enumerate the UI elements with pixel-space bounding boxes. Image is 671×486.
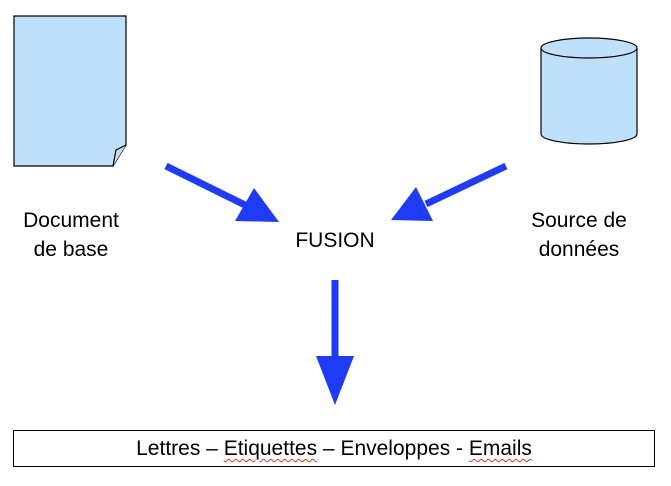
outputs-part-etiquettes: Etiquettes [223, 437, 318, 460]
source-label-line2: données [538, 238, 620, 261]
arrow-fusion-to-outputs [316, 280, 354, 405]
fusion-label: FUSION [295, 229, 375, 252]
source-label-line1: Source de [531, 209, 627, 232]
outputs-part-emails: Emails [468, 437, 532, 460]
document-label-line2: de base [33, 238, 109, 261]
arrow-document-to-fusion [164, 162, 279, 222]
document-label-line1: Document [23, 209, 119, 232]
outputs-part-lettres: Lettres – [136, 437, 224, 460]
outputs-box: Lettres – Etiquettes – Enveloppes - Emai… [13, 430, 655, 467]
database-cylinder-icon [540, 37, 638, 145]
outputs-part-enveloppes: – Enveloppes - [317, 437, 469, 460]
arrow-source-to-fusion [391, 162, 508, 221]
document-icon [13, 15, 127, 167]
document-label: Document de base [0, 206, 142, 264]
source-label: Source de données [504, 206, 654, 264]
